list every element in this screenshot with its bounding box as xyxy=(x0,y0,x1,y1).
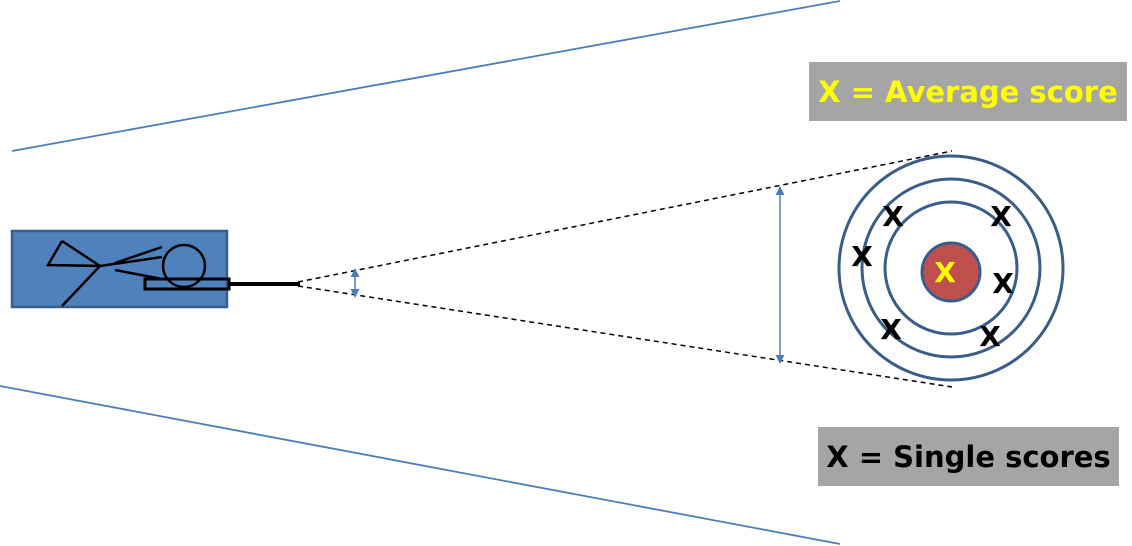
average-score-mark: X xyxy=(934,256,956,289)
target-ring-inner xyxy=(883,200,1019,336)
upper-spread-dashed-line xyxy=(297,150,953,283)
bullseye xyxy=(920,241,982,303)
single-score-mark: X xyxy=(979,320,1001,353)
shooter-figure-icon xyxy=(10,229,229,309)
single-score-mark: X xyxy=(882,200,904,233)
lower-cone-line xyxy=(0,385,841,545)
single-score-mark: X xyxy=(990,200,1012,233)
single-score-mark: X xyxy=(851,240,873,273)
single-score-mark: X xyxy=(880,313,902,346)
rifle-icon xyxy=(143,277,300,291)
lower-spread-dashed-line xyxy=(297,285,953,388)
single-scores-legend: X = Single scores xyxy=(818,427,1119,486)
upper-cone-line xyxy=(11,0,841,152)
target-ring-outer xyxy=(837,154,1065,382)
target xyxy=(837,154,1065,382)
target-ring-middle xyxy=(860,177,1042,359)
average-score-legend-label: X = Average score xyxy=(818,74,1118,109)
single-score-mark: X xyxy=(992,267,1014,300)
single-scores-legend-label: X = Single scores xyxy=(826,439,1111,474)
average-score-legend: X = Average score xyxy=(809,62,1127,121)
